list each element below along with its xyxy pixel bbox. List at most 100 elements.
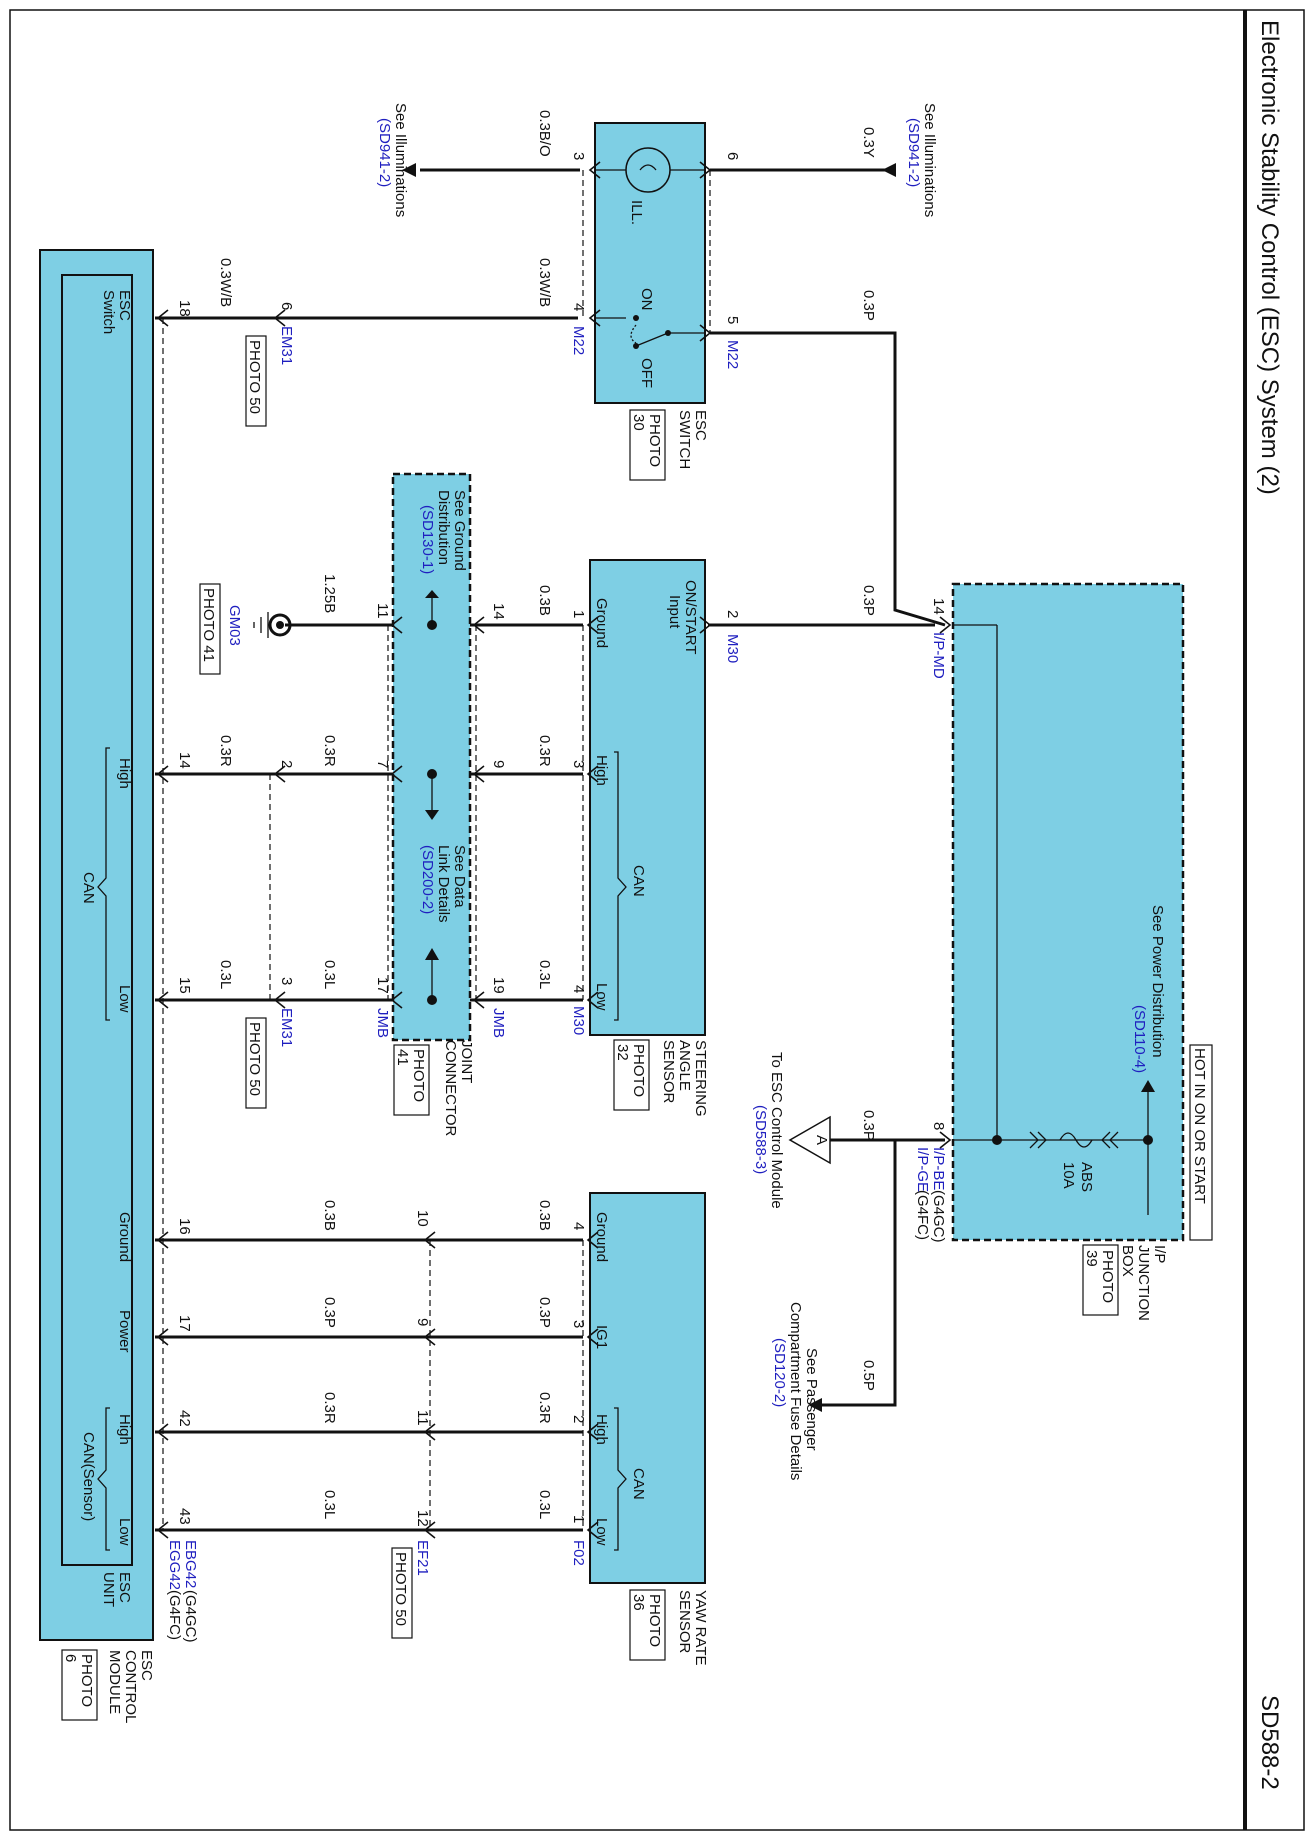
em31-photo-box-a [245, 335, 267, 427]
pin-mod-14: 14 [176, 752, 193, 769]
conn-jmb-b: JMB [374, 1008, 391, 1038]
wire-label-b03-sas: 0.3B [536, 585, 553, 616]
gm03-photo-box [199, 583, 221, 675]
offpage-label: A [813, 1135, 830, 1145]
connector-chevron [390, 765, 403, 783]
power-arrow [1141, 1080, 1155, 1092]
jc-name-1: JOINT [458, 1040, 475, 1083]
jc-see-data-ref: (SD200-2) [419, 845, 436, 914]
connector-chevron [586, 1231, 599, 1249]
conn-ipge: I/P-GE [914, 1147, 931, 1192]
fuse-chevrons [1029, 1131, 1119, 1149]
conn-ebg42: EBG42 [182, 1540, 199, 1588]
pin-ef-11: 11 [414, 1410, 431, 1426]
connector-chevron [586, 1328, 599, 1346]
connector-chevron [699, 324, 712, 342]
wire-label-ipbe: 0.3P [860, 1110, 877, 1141]
wire-label-l03-jc: 0.3L [321, 960, 338, 989]
mod-name-3: MODULE [106, 1650, 123, 1714]
pin-jc-11: 11 [374, 603, 391, 619]
connector-chevron [586, 765, 599, 783]
yaw-can: CAN [630, 1468, 647, 1500]
sas-name-3: SENSOR [660, 1040, 677, 1104]
lamp-filament [639, 164, 657, 171]
yaw-name-2: SENSOR [676, 1590, 693, 1654]
wire-label-bo03: 0.3B/O [536, 110, 553, 157]
jc-name-2: CONNECTOR [442, 1040, 459, 1137]
sas-input-2: Input [666, 595, 683, 629]
connector-chevron [586, 616, 599, 634]
wire-label-p03-mod: 0.3P [321, 1297, 338, 1328]
mod-high: High [116, 758, 133, 789]
wire-label-b03-yaw: 0.3B [536, 1200, 553, 1231]
pin-sw-6: 6 [724, 152, 741, 160]
fuse-rating: 10A [1060, 1162, 1077, 1189]
pin-jc-7: 7 [374, 760, 391, 768]
wire-switch-power [710, 331, 946, 627]
jb-photo-box [1082, 1244, 1119, 1316]
yaw-photo-box [629, 1589, 666, 1661]
sas-photo-2: 32 [614, 1044, 631, 1061]
mod-photo-1: PHOTO [78, 1654, 95, 1707]
ef21-photo: PHOTO 50 [392, 1552, 409, 1626]
mod-can-high: High [116, 1414, 133, 1445]
mod-can-sensor: CAN(Sensor) [80, 1432, 97, 1521]
pin-sw-3: 3 [570, 152, 587, 160]
yaw-photo-2: 36 [630, 1594, 647, 1611]
switch-pivot [633, 343, 639, 349]
see-power-ref: (SD110-4) [1131, 1005, 1148, 1073]
connector-chevron [699, 161, 712, 179]
esc-switch-photo-box [629, 409, 666, 481]
connector-chevron [423, 1521, 436, 1539]
connector-chevron [472, 616, 485, 634]
sas-low: Low [593, 983, 610, 1011]
pin-sas-1: 1 [570, 610, 587, 618]
jc-see-data-2: Link Details [435, 845, 452, 923]
mod-ground: Ground [116, 1212, 133, 1262]
wire-label-y03: 0.3Y [860, 127, 877, 158]
jc-see-ground-1: See Ground [451, 490, 468, 571]
switch-contact-on [633, 315, 639, 321]
conn-em31-b: EM31 [278, 1008, 295, 1047]
wire-passenger [820, 1138, 935, 1407]
jb-name-1: I/P [1151, 1245, 1168, 1263]
wire-label-wb03-a: 0.3W/B [536, 258, 553, 307]
mod-unit-2: UNIT [100, 1572, 117, 1607]
sas-name-1: STEERING [692, 1040, 709, 1117]
sas-photo-1: PHOTO [630, 1044, 647, 1097]
connector-chevron [423, 1328, 436, 1346]
mod-esc-switch-1: ESC [116, 290, 133, 321]
wire-label-p03-yaw: 0.3P [536, 1297, 553, 1328]
yaw-photo-1: PHOTO [646, 1594, 663, 1647]
esc-switch-photo-1: PHOTO [646, 414, 663, 467]
to-esc-module: To ESC Control Module [768, 1052, 785, 1209]
see-power-dist: See Power Distribution [1149, 905, 1166, 1058]
yaw-name-1: YAW RATE [692, 1590, 709, 1666]
connector-chevron [156, 1423, 169, 1441]
connector-chevron [273, 765, 286, 783]
wire-label-r03-sas: 0.3R [536, 735, 553, 767]
connector-chevron [939, 616, 952, 634]
conn-m30-b: M30 [570, 1006, 587, 1035]
pin-ef-12: 12 [414, 1510, 431, 1527]
yaw-ig1: IG1 [593, 1325, 610, 1349]
jc-photo-box [393, 1044, 430, 1116]
switch-contact-r [665, 330, 671, 336]
connector-chevron [390, 991, 403, 1009]
connector-chevron [156, 991, 169, 1009]
connector-chevrons [156, 161, 952, 1539]
wire-label-r03-mod: 0.3R [217, 735, 234, 767]
mod-can-brace [97, 747, 110, 1021]
see-illum-2: See Illuminations [392, 103, 409, 217]
pin-ipmd-14: 14 [930, 598, 947, 615]
connector-chevron [586, 1521, 599, 1539]
pin-em-3: 3 [278, 977, 295, 985]
sas-high: High [593, 755, 610, 786]
conn-m22-a: M22 [724, 340, 741, 369]
wire-label-l03-mod: 0.3L [217, 960, 234, 989]
pin-jc-17: 17 [374, 977, 391, 994]
ground-point-icon [268, 613, 292, 637]
wire-label-p05: 0.5P [860, 1360, 877, 1391]
sas-ground: Ground [593, 598, 610, 648]
pin-ef-9: 9 [414, 1318, 431, 1326]
